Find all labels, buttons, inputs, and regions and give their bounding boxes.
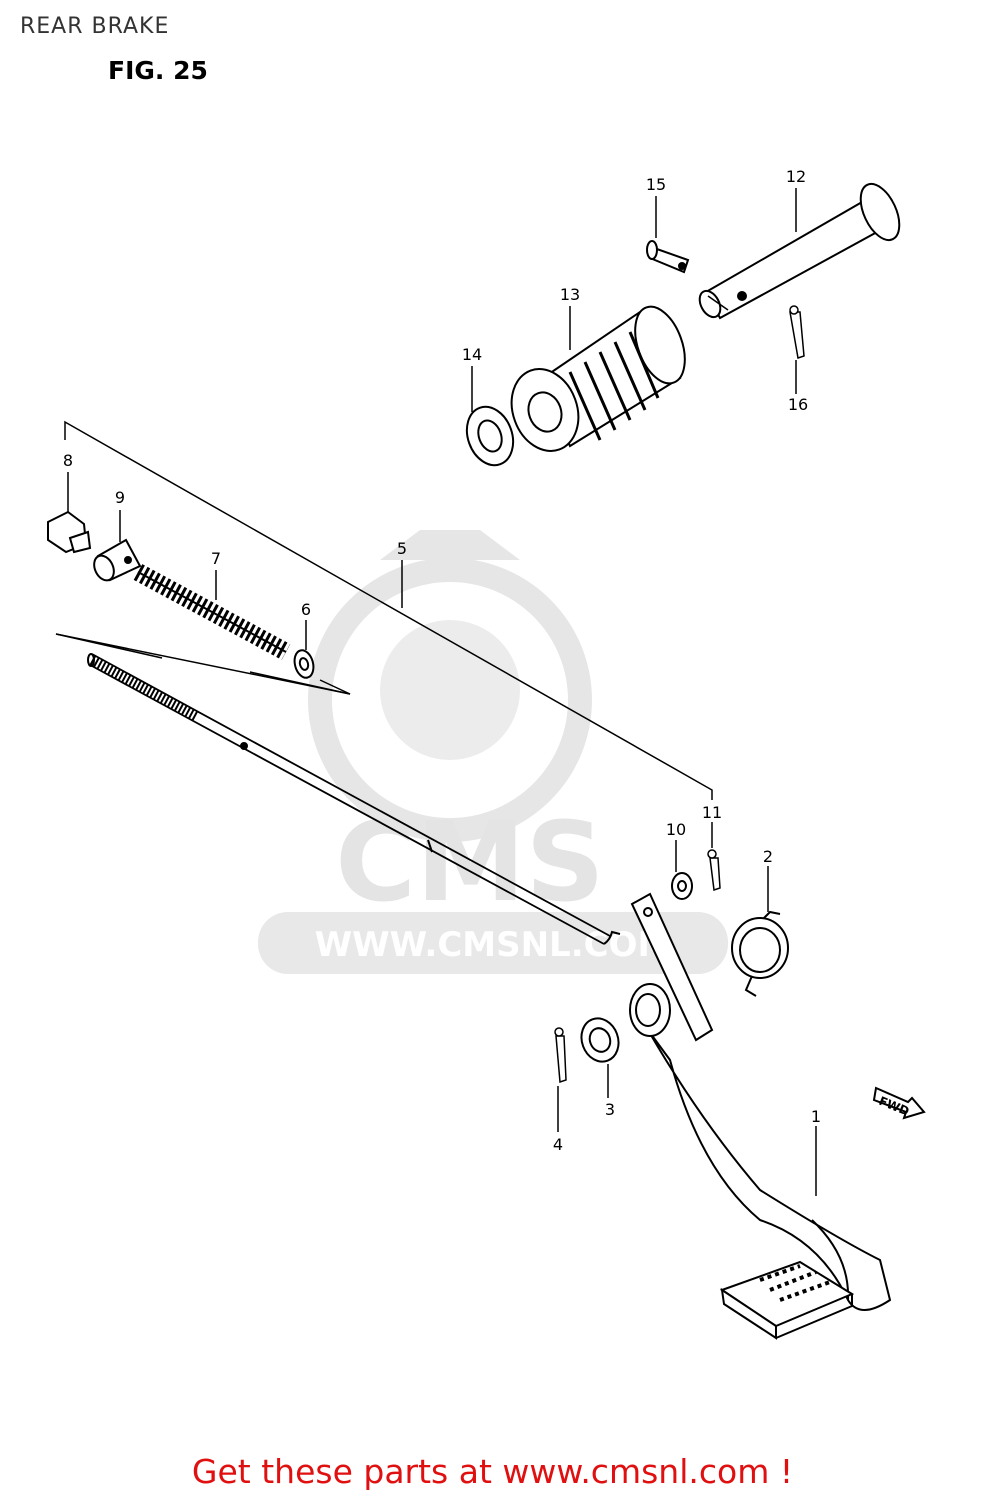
part-2-return-spring: [731, 910, 789, 997]
part-13-rubber-grip: [510, 305, 686, 452]
page-title: REAR BRAKE: [20, 14, 170, 39]
fwd-direction-marker: FWD: [872, 1086, 926, 1120]
callout-15: 15: [646, 175, 666, 194]
part-8-adjuster-nut: [47, 510, 92, 554]
watermark-url-text: WWW.CMSNL.COM: [315, 925, 672, 965]
callout-2: 2: [763, 847, 773, 866]
callout-10: 10: [666, 820, 686, 839]
part-14-washer: [465, 405, 515, 467]
callout-4: 4: [553, 1135, 563, 1154]
part-11-cotter-pin: [707, 849, 721, 892]
leader-lines: [67, 188, 817, 1196]
parts-shop-link[interactable]: Get these parts at www.cmsnl.com !: [191, 1452, 794, 1491]
callout-9: 9: [115, 488, 125, 507]
part-6-washer: [293, 649, 315, 679]
callout-3: 3: [605, 1100, 615, 1119]
figure-label: FIG. 25: [108, 56, 208, 85]
cms-watermark: CMS WWW.CMSNL.COM: [258, 530, 728, 974]
part-15-pin: [646, 240, 690, 274]
callout-13: 13: [560, 285, 580, 304]
part-3-washer: [580, 1017, 620, 1063]
callout-numbers: 15 12 13 14 16 8 9 7 6 5 11 10 2 3 4 1: [63, 167, 821, 1154]
callout-7: 7: [211, 549, 221, 568]
part-4-cotter-pin: [554, 1027, 567, 1084]
part-10-washer: [671, 872, 693, 900]
callout-12: 12: [786, 167, 806, 186]
part-1-brake-pedal: [629, 892, 892, 1340]
part-7-spring: [133, 564, 291, 660]
watermark-logo-text: CMS: [335, 798, 604, 926]
part-5-brake-rod: [87, 653, 621, 945]
part-9-joint: [93, 538, 142, 582]
callout-8: 8: [63, 451, 73, 470]
callout-16: 16: [788, 395, 808, 414]
part-16-cotter-pin: [789, 305, 805, 359]
callout-11: 11: [702, 803, 722, 822]
callout-14: 14: [462, 345, 482, 364]
part-12-pivot-shaft: [698, 182, 901, 320]
callout-1: 1: [811, 1107, 821, 1126]
callout-5: 5: [397, 539, 407, 558]
assembly-bracket-line: [55, 420, 713, 800]
callout-6: 6: [301, 600, 311, 619]
